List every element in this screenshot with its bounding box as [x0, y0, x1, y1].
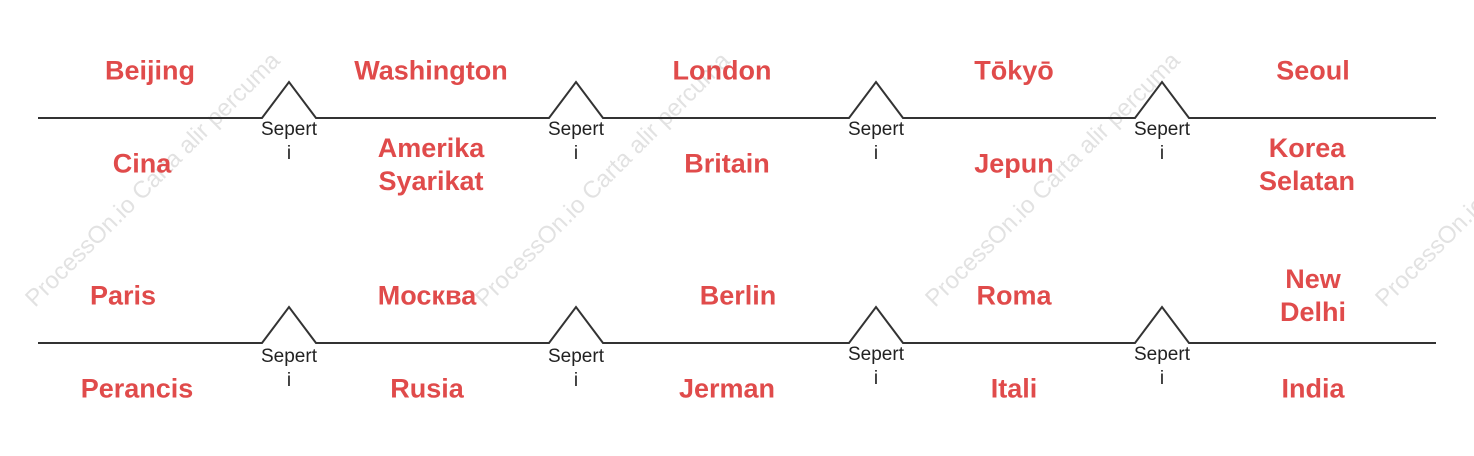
country-label: Itali [990, 373, 1038, 404]
country-label: Jepun [974, 148, 1054, 179]
connector-label-part1: Sepert [261, 119, 317, 140]
connector-label-part1: Sepert [848, 119, 904, 140]
country-label: Cina [112, 148, 172, 179]
connector-label-part1: Sepert [261, 346, 317, 367]
connector-label-part2: i [573, 143, 579, 164]
connector-label: Sepert i [536, 118, 616, 166]
connector-label-part1: Sepert [548, 119, 604, 140]
city-label: Beijing [104, 55, 196, 86]
country-label: India [1281, 373, 1345, 404]
country-label: Korea Selatan [1258, 133, 1356, 196]
connector-label-part1: Sepert [1134, 344, 1190, 365]
country-label: Perancis [80, 373, 194, 404]
city-label: Paris [89, 280, 157, 311]
city-label: Tōkyō [974, 55, 1054, 86]
city-label: New Delhi [1279, 264, 1347, 327]
connector-label-part1: Sepert [848, 344, 904, 365]
connector-label-part2: i [286, 143, 292, 164]
city-label: Washington [354, 55, 508, 86]
country-label: Amerika Syarikat [377, 133, 485, 196]
country-label: Rusia [390, 373, 464, 404]
city-label: Roma [976, 280, 1052, 311]
connector-label-part2: i [873, 368, 879, 389]
connector-label: Sepert i [249, 118, 329, 166]
city-label: Seoul [1276, 55, 1350, 86]
connector-label-part2: i [1159, 143, 1165, 164]
country-label: Britain [684, 148, 770, 179]
connector-label-part1: Sepert [1134, 119, 1190, 140]
connector-label-part2: i [873, 143, 879, 164]
connector-label: Sepert i [536, 345, 616, 393]
country-label: Jerman [678, 373, 776, 404]
connector-label-part2: i [573, 370, 579, 391]
connector-label: Sepert i [836, 343, 916, 391]
connector-label-part1: Sepert [548, 346, 604, 367]
connector-label: Sepert i [1122, 118, 1202, 166]
connector-label: Sepert i [836, 118, 916, 166]
city-label: London [672, 55, 772, 86]
city-label: Москва [377, 280, 477, 311]
city-label: Berlin [699, 280, 777, 311]
row-1-line [38, 80, 1436, 119]
row-2-line [38, 305, 1436, 344]
connector-label-part2: i [286, 370, 292, 391]
connector-label-part2: i [1159, 368, 1165, 389]
connector-label: Sepert i [249, 345, 329, 393]
connector-label: Sepert i [1122, 343, 1202, 391]
